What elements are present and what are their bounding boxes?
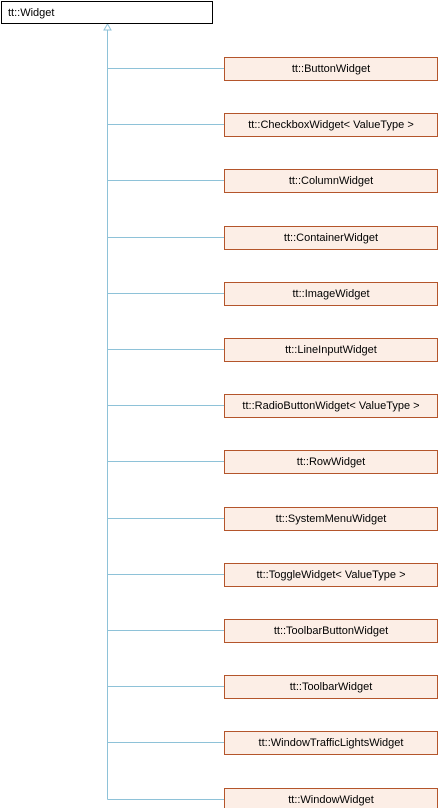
- derived-class-node[interactable]: tt::LineInputWidget: [224, 338, 438, 362]
- derived-class-node[interactable]: tt::ToggleWidget< ValueType >: [224, 563, 438, 587]
- derived-class-label: tt::ButtonWidget: [292, 63, 370, 75]
- derived-class-node[interactable]: tt::WindowWidget: [224, 788, 438, 808]
- derived-class-label: tt::ContainerWidget: [284, 232, 378, 244]
- derived-class-node[interactable]: tt::SystemMenuWidget: [224, 507, 438, 531]
- derived-class-label: tt::ImageWidget: [292, 288, 369, 300]
- inheritance-arrowhead: [103, 23, 112, 31]
- derived-class-node[interactable]: tt::WindowTrafficLightsWidget: [224, 731, 438, 755]
- derived-class-label: tt::WindowTrafficLightsWidget: [259, 737, 404, 749]
- derived-class-label: tt::RowWidget: [297, 456, 365, 468]
- derived-class-node[interactable]: tt::RowWidget: [224, 450, 438, 474]
- derived-class-label: tt::SystemMenuWidget: [276, 513, 387, 525]
- derived-class-label: tt::ColumnWidget: [289, 175, 373, 187]
- derived-class-label: tt::ToolbarWidget: [290, 681, 373, 693]
- derived-class-label: tt::ToolbarButtonWidget: [274, 625, 388, 637]
- derived-class-label: tt::WindowWidget: [288, 794, 374, 806]
- derived-class-node[interactable]: tt::ColumnWidget: [224, 169, 438, 193]
- base-class-label: tt::Widget: [8, 7, 54, 19]
- derived-class-label: tt::ToggleWidget< ValueType >: [257, 569, 406, 581]
- derived-class-node[interactable]: tt::ButtonWidget: [224, 57, 438, 81]
- derived-class-node[interactable]: tt::ContainerWidget: [224, 226, 438, 250]
- derived-class-label: tt::CheckboxWidget< ValueType >: [248, 119, 414, 131]
- base-class-box: [1, 1, 213, 24]
- derived-class-node[interactable]: tt::RadioButtonWidget< ValueType >: [224, 394, 438, 418]
- derived-class-node[interactable]: tt::ToolbarWidget: [224, 675, 438, 699]
- derived-class-label: tt::RadioButtonWidget< ValueType >: [242, 400, 419, 412]
- derived-class-node[interactable]: tt::CheckboxWidget< ValueType >: [224, 113, 438, 137]
- derived-class-node[interactable]: tt::ToolbarButtonWidget: [224, 619, 438, 643]
- derived-class-label: tt::LineInputWidget: [285, 344, 377, 356]
- base-class-node[interactable]: tt::Widget: [1, 1, 213, 24]
- inheritance-edges: [103, 23, 224, 800]
- derived-class-node[interactable]: tt::ImageWidget: [224, 282, 438, 306]
